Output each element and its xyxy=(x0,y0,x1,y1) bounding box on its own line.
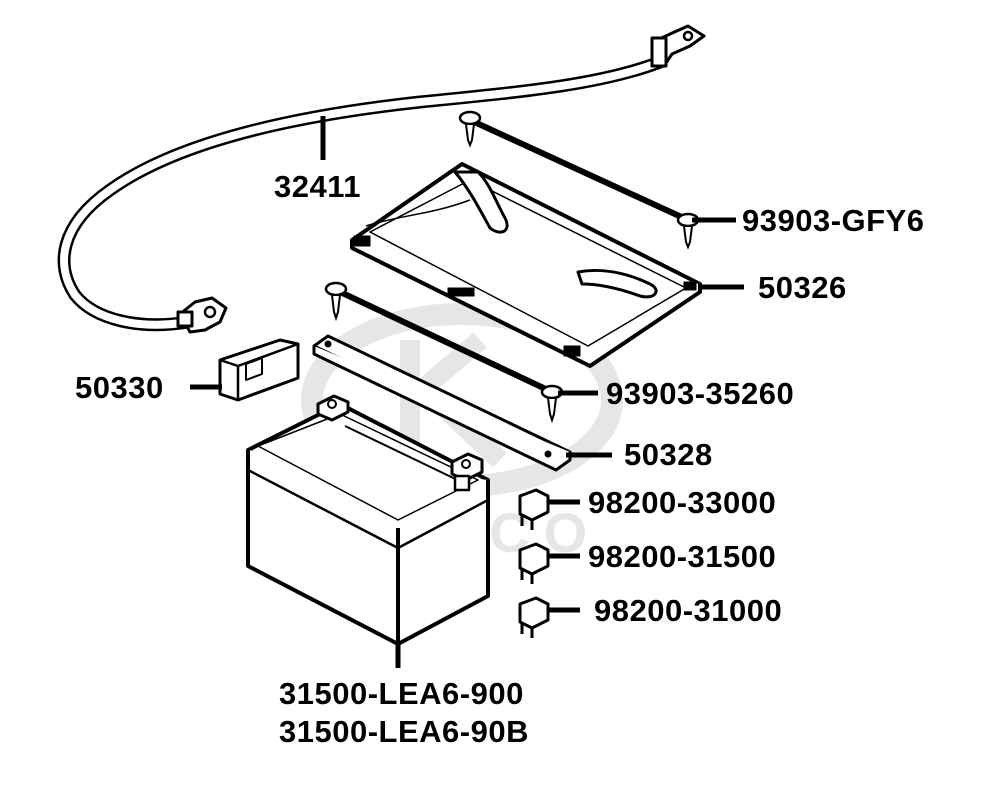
battery-cable xyxy=(57,24,706,334)
label-cable: 32411 xyxy=(274,169,361,204)
label-fuse-10a: 98200-31000 xyxy=(594,593,783,628)
battery-cover xyxy=(350,162,702,368)
label-battery-b: 31500-LEA6-90B xyxy=(279,714,529,749)
label-fuse-15a: 98200-31500 xyxy=(588,539,777,574)
label-screw-lower: 93903-35260 xyxy=(606,376,795,411)
battery xyxy=(246,394,490,646)
leader-lines xyxy=(190,116,744,668)
fuse-10a xyxy=(518,596,550,638)
upper-screw-set xyxy=(458,110,700,250)
fuse-30a xyxy=(518,488,550,530)
label-battery-a: 31500-LEA6-900 xyxy=(279,676,524,711)
label-screw-upper: 93903-GFY6 xyxy=(742,203,925,238)
fuse-15a xyxy=(518,542,550,584)
battery-strap xyxy=(312,334,572,472)
label-strap: 50328 xyxy=(624,437,713,472)
label-fuse-30a: 98200-33000 xyxy=(588,485,777,520)
label-cover: 50326 xyxy=(758,270,847,305)
battery-cushion xyxy=(218,338,300,402)
label-cushion: 50330 xyxy=(75,370,164,405)
